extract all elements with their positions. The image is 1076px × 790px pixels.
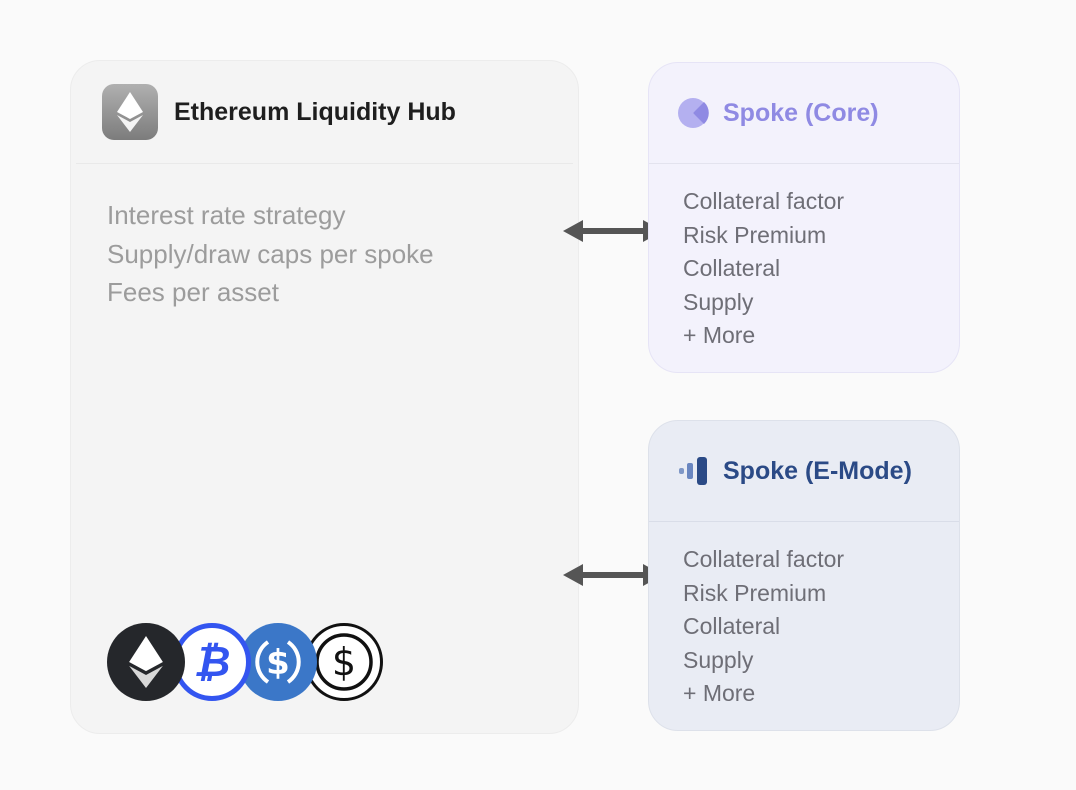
spoke-emode-params: Collateral factor Risk Premium Collatera… <box>649 522 959 711</box>
spoke-emode-title: Spoke (E-Mode) <box>723 456 912 485</box>
ethereum-icon <box>102 84 158 140</box>
core-pie-icon <box>678 98 709 128</box>
svg-text:$: $ <box>266 643 290 683</box>
spoke-emode-header: Spoke (E-Mode) <box>649 421 959 522</box>
spoke-param: Collateral factor <box>683 188 845 214</box>
hub-features: Interest rate strategy Supply/draw caps … <box>71 164 578 312</box>
svg-text:$: $ <box>332 640 356 684</box>
spoke-param: Supply <box>683 646 754 673</box>
spoke-core-params: Collateral factor Risk Premium Collatera… <box>649 164 959 353</box>
spoke-core-header: Spoke (Core) <box>649 63 959 164</box>
spoke-param: Supply <box>683 288 754 315</box>
spoke-param: Risk Premium <box>683 579 827 606</box>
hub-feature: Interest rate strategy <box>107 200 346 230</box>
spoke-param: + More <box>683 680 756 707</box>
spoke-core-title: Spoke (Core) <box>723 98 879 127</box>
spoke-param: Risk Premium <box>683 221 827 248</box>
ethereum-icon <box>107 623 185 701</box>
usdc-icon: $ <box>239 623 317 701</box>
spoke-core-card: Spoke (Core) Collateral factor Risk Prem… <box>648 62 960 373</box>
hub-title: Ethereum Liquidity Hub <box>174 97 456 126</box>
hub-header: Ethereum Liquidity Hub <box>76 61 573 164</box>
liquidity-hub-card: Ethereum Liquidity Hub Interest rate str… <box>70 60 579 734</box>
asset-icons: ₿ $ $ <box>107 623 383 701</box>
hub-feature: Supply/draw caps per spoke <box>107 238 434 269</box>
spoke-param: Collateral factor <box>683 546 845 572</box>
spoke-emode-card: Spoke (E-Mode) Collateral factor Risk Pr… <box>648 420 960 731</box>
spoke-param: Collateral <box>683 255 781 282</box>
spoke-param: + More <box>683 322 756 349</box>
emode-bars-icon <box>679 457 707 485</box>
hub-feature: Fees per asset <box>107 277 279 307</box>
spoke-param: Collateral <box>683 613 781 640</box>
